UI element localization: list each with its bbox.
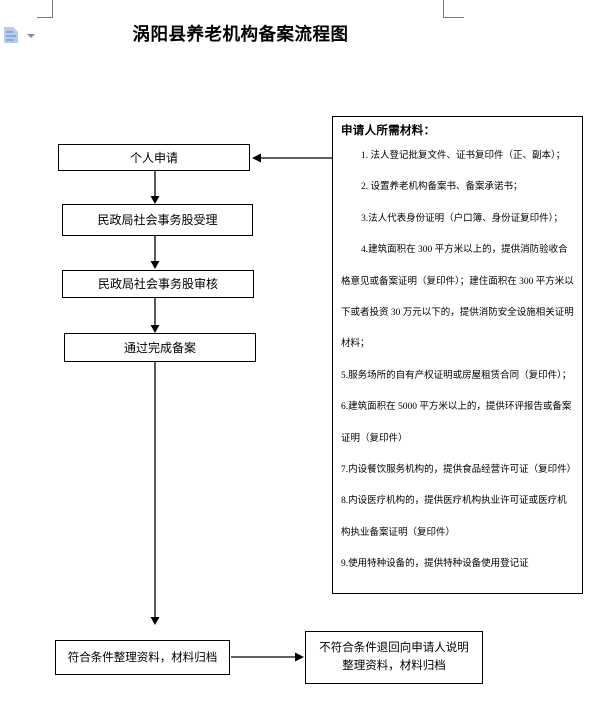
material-item-2: 2. 设置养老机构备案书、备案承诺书； — [361, 182, 523, 193]
margin-mark-top-right-horizontal — [443, 17, 464, 18]
flow-box-civil-affairs-acceptance[interactable]: 民政局社会事务股受理 — [62, 204, 253, 236]
arrow-review-to-complete — [150, 298, 160, 333]
material-item-8: 8.内设医疗机构的，提供医疗机构执业许可证或医疗机构执业备案证明（复印件） — [341, 496, 567, 538]
arrow-apply-to-accept — [150, 171, 160, 204]
margin-mark-top-right-vertical — [443, 0, 444, 17]
arrow-complete-to-archive — [150, 362, 160, 625]
material-item-6: 6.建筑面积在 5000 平方米以上的，提供环评报告或备案证明（复印件） — [341, 402, 572, 444]
material-item-7: 7.内设餐饮服务机构的，提供食品经营许可证（复印件） — [341, 465, 577, 476]
flow-box-qualified-archive[interactable]: 符合条件整理资料，材料归档 — [55, 640, 230, 675]
dropdown-arrow-icon — [27, 34, 35, 38]
margin-mark-top-left-horizontal — [37, 17, 53, 18]
material-item-1: 1. 法人登记批复文件、证书复印件（正、副本）； — [361, 151, 566, 161]
page-title: 涡阳县养老机构备案流程图 — [132, 24, 349, 44]
flow-box-filing-complete[interactable]: 通过完成备案 — [64, 333, 256, 362]
paste-options-button[interactable] — [3, 26, 36, 45]
material-item-9: 9.使用特种设备的，提供特种设备使用登记证 — [341, 559, 529, 570]
flow-box-individual-application[interactable]: 个人申请 — [58, 144, 250, 171]
arrow-archive-to-return — [231, 652, 304, 662]
arrow-accept-to-review — [150, 236, 160, 269]
material-item-4: 4.建筑面积在 300 平方米以上的，提供消防验收合格意见或备案证明（复印件）；… — [341, 245, 574, 350]
arrow-materials-to-apply — [252, 153, 332, 163]
margin-mark-top-left-vertical — [52, 0, 53, 17]
flow-box-civil-affairs-review[interactable]: 民政局社会事务股审核 — [62, 270, 254, 298]
required-materials-panel[interactable]: 申请人所需材料： 1. 法人登记批复文件、证书复印件（正、副本）； 2. 设置养… — [332, 116, 583, 594]
material-item-5: 5.服务场所的自有产权证明或房屋租赁合同（复印件）； — [341, 370, 572, 381]
clipboard-paste-icon — [4, 27, 18, 43]
flow-box-unqualified-return[interactable]: 不符合条件退回向申请人说明 整理资料，材料归档 — [305, 631, 483, 684]
text-line-decoration — [6, 31, 13, 33]
material-item-3: 3.法人代表身份证明（户口簿、身份证复印件）； — [361, 213, 563, 224]
text-line-decoration — [6, 39, 14, 41]
text-line-decoration — [6, 35, 16, 37]
page-fold-corner — [13, 27, 18, 32]
materials-heading: 申请人所需材料： — [341, 125, 436, 137]
